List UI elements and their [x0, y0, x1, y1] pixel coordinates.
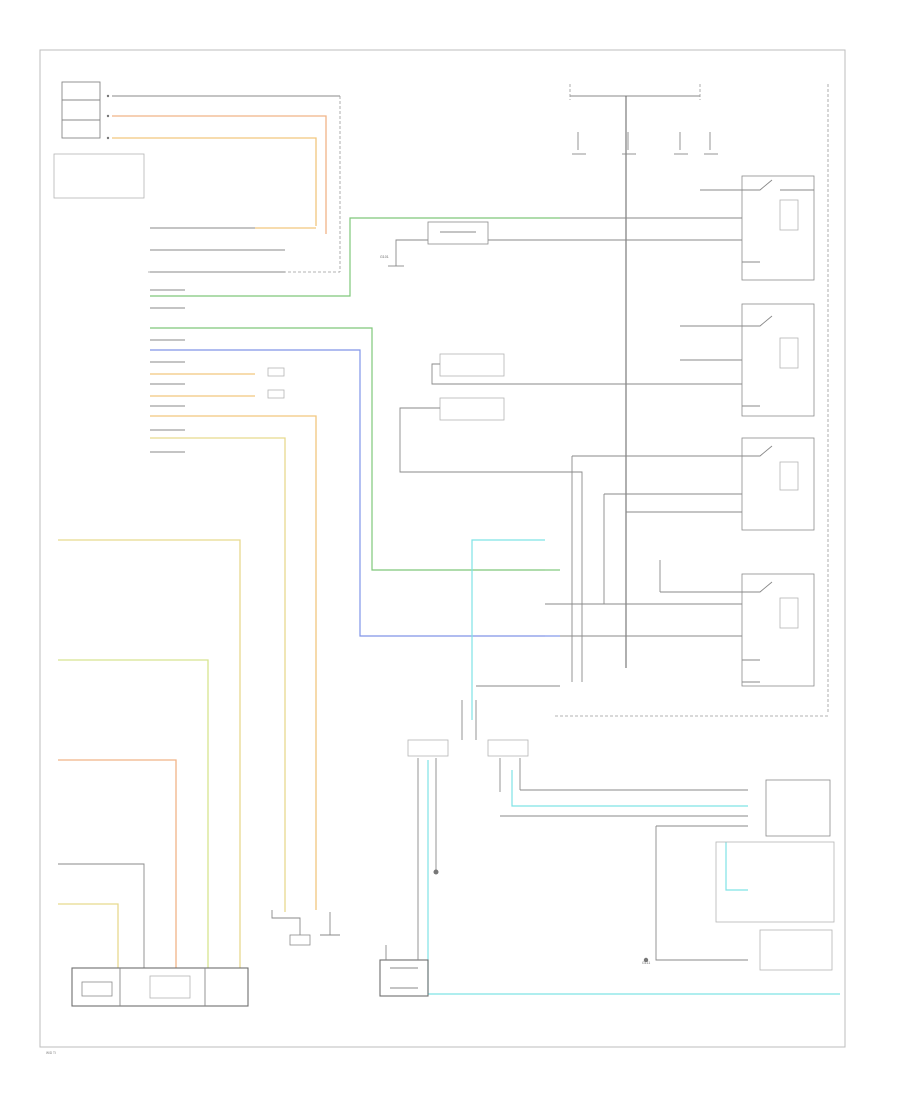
ect-module-block — [71, 967, 249, 1007]
cooling-fan-relay-1 — [470, 303, 815, 417]
wire-fan-ctrl-green — [150, 327, 545, 571]
ambient-sensor — [379, 945, 429, 997]
wire-cyan-3 — [511, 770, 748, 807]
center-splice-connectors — [407, 685, 560, 945]
cooling-fan-relay-3 — [545, 560, 815, 687]
wire-ac-clutch-green — [150, 217, 560, 297]
wire-ect-yel — [150, 437, 286, 912]
wire-cyan-2 — [427, 760, 840, 995]
wire-yel-blk — [58, 659, 209, 968]
right-module-wires — [500, 789, 748, 963]
ac-compressor-clutch — [388, 221, 560, 267]
wire-fan-ctrl-blue — [150, 349, 545, 637]
ac-pressure-sensor — [53, 81, 145, 199]
page-frame — [39, 49, 846, 1048]
ground-label-a: G101 — [380, 255, 389, 259]
wire-sensor-org — [112, 115, 327, 234]
wire-gry — [58, 863, 145, 968]
wire-cyan-4 — [725, 842, 748, 891]
wire-org — [58, 759, 177, 968]
footer-code: W/D TI — [46, 1051, 56, 1055]
wire-pnk-blk — [58, 539, 241, 968]
ground-label-b: G111 — [642, 961, 650, 965]
wire-low-ref-tan — [150, 415, 317, 910]
pcm-pin-rows — [150, 227, 285, 453]
cooling-fan-relay-2 — [571, 437, 815, 682]
ac-compressor-relay — [560, 175, 815, 281]
wire-tan — [58, 903, 119, 968]
ect-sensor — [271, 910, 340, 946]
fuse-block-top — [569, 84, 829, 712]
cooling-fan-motors — [399, 353, 583, 682]
right-side-modules — [715, 779, 835, 971]
wire-cyan-1 — [471, 539, 545, 720]
pcm-jumper-connector — [267, 367, 285, 399]
wire-sensor-tan — [112, 137, 317, 226]
fuse-drops — [572, 132, 718, 155]
